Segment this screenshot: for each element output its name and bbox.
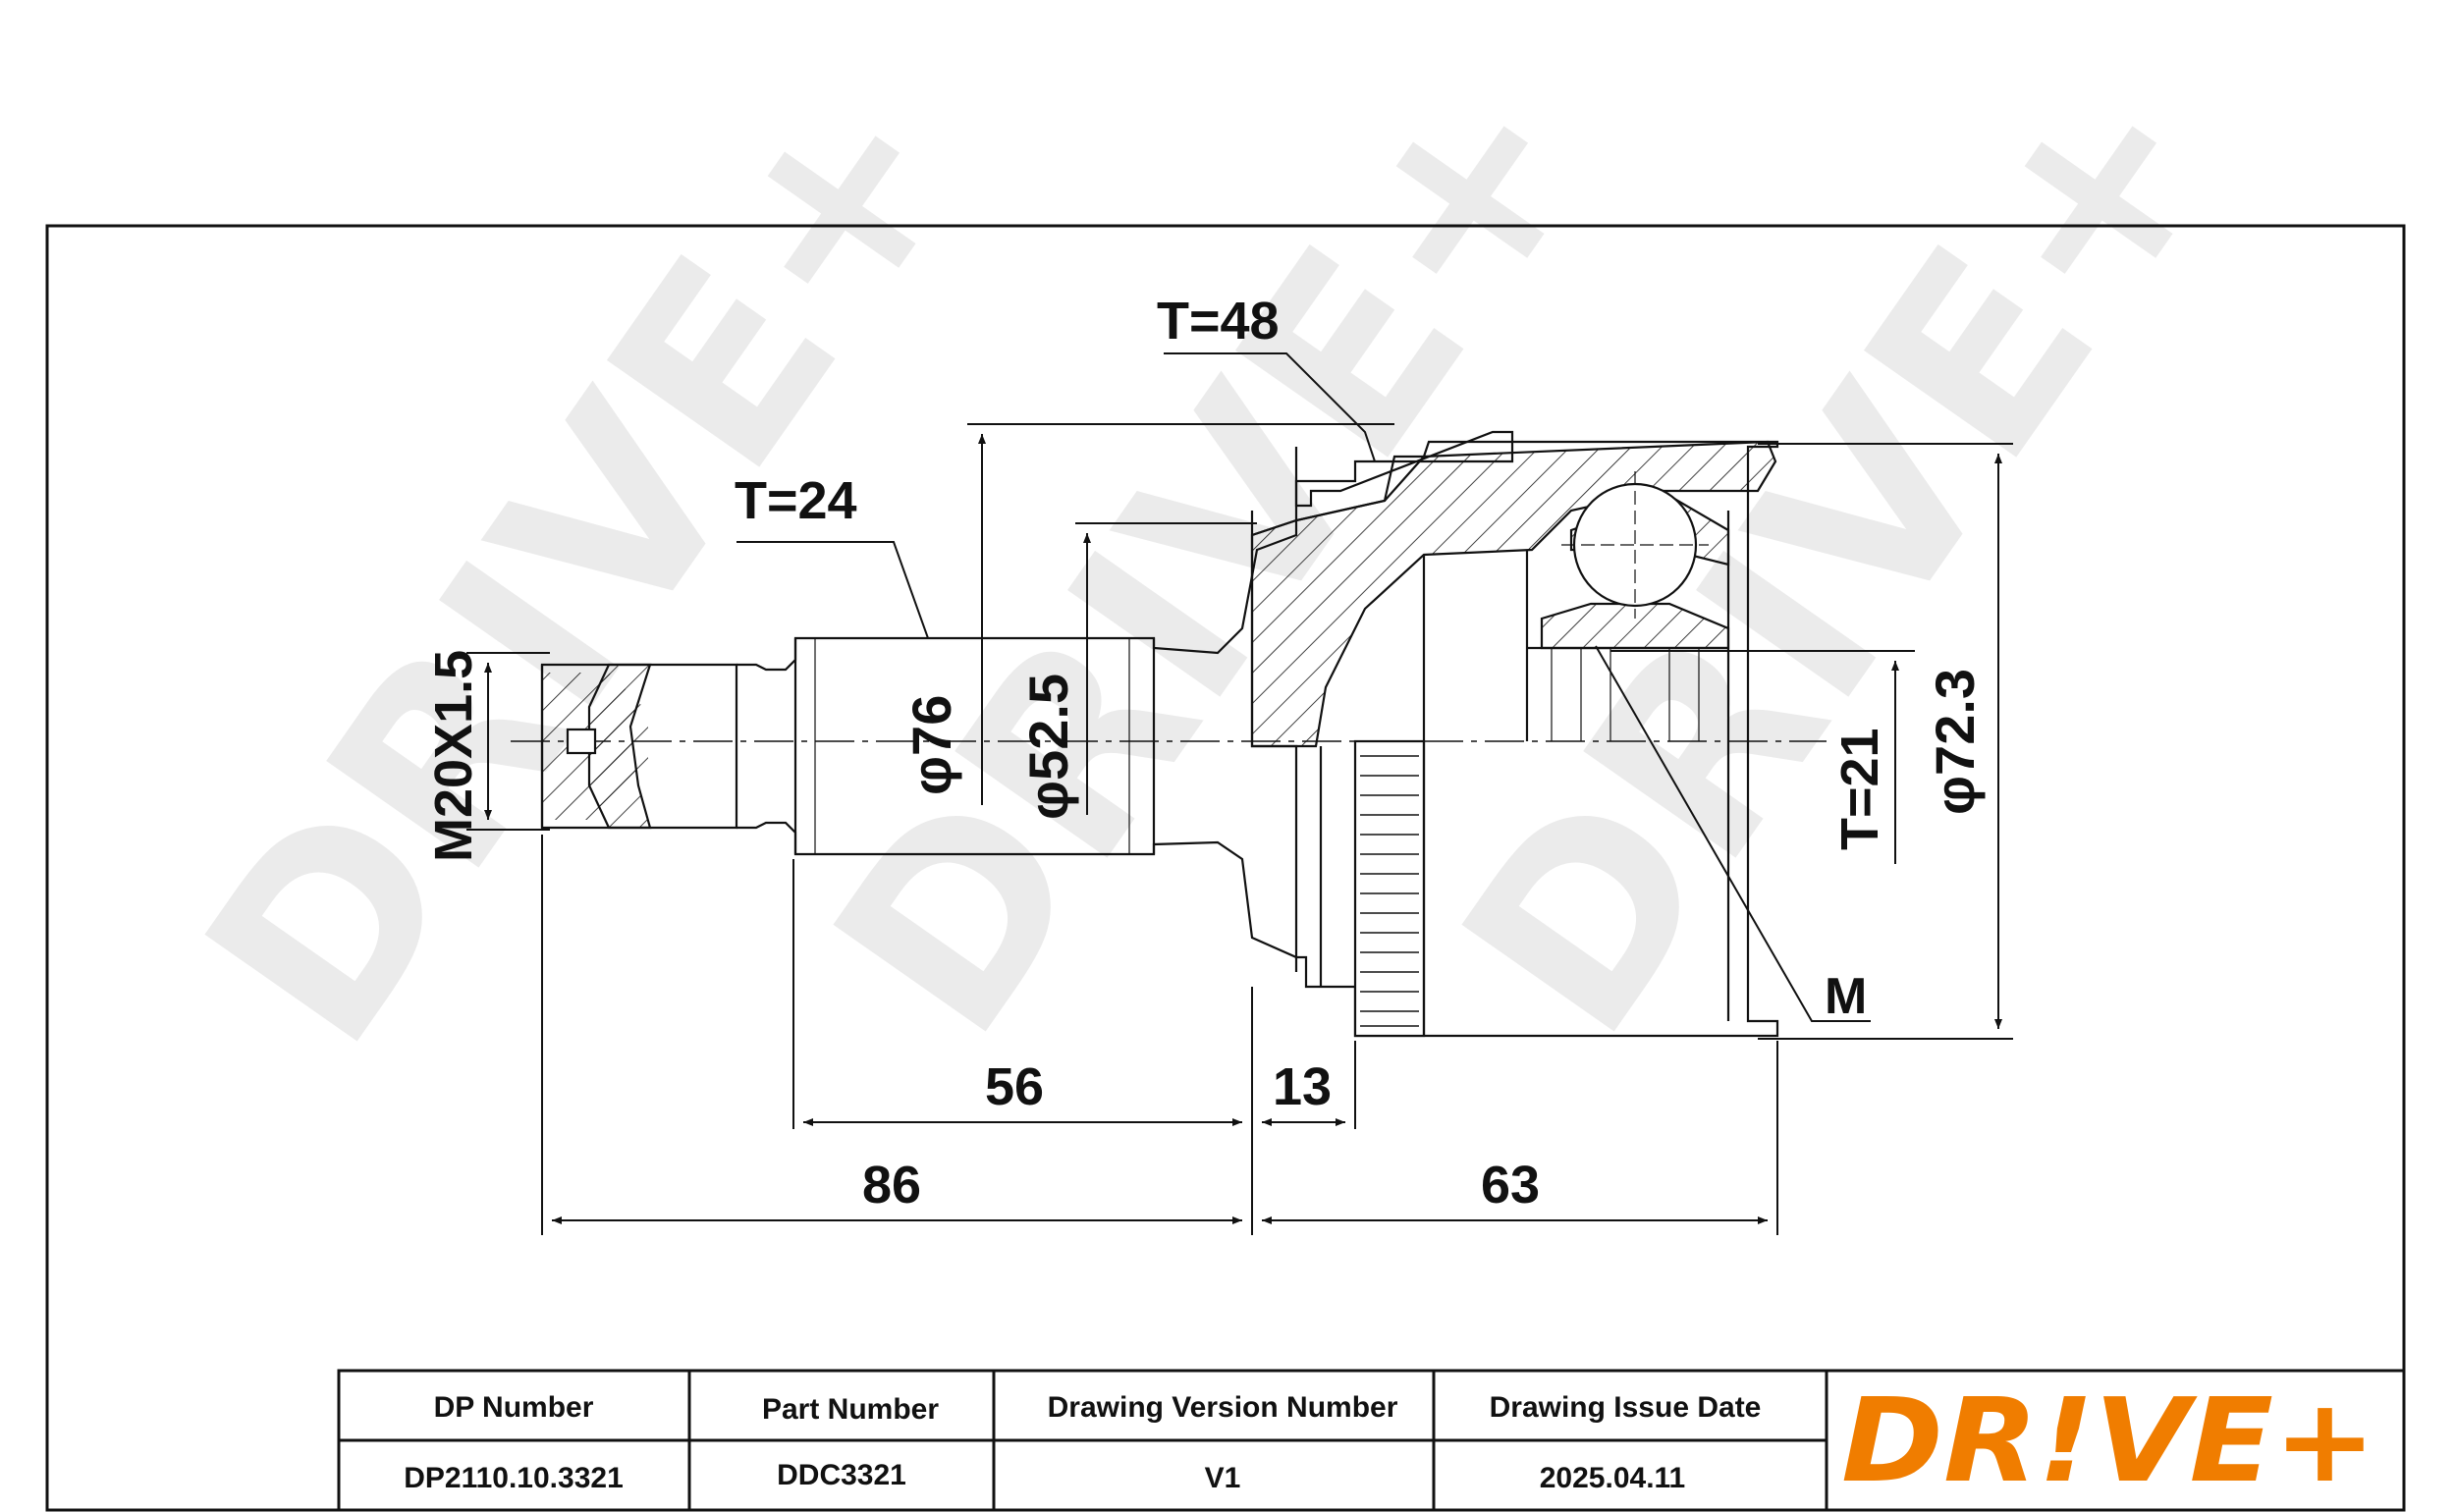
dim-m: M <box>1825 968 1867 1025</box>
header-part-number: Part Number <box>762 1393 939 1426</box>
dimension-lines <box>466 352 2013 1235</box>
header-issue-date: Drawing Issue Date <box>1490 1391 1762 1424</box>
dim-63: 63 <box>1481 1156 1540 1215</box>
dim-t24: T=24 <box>735 471 857 530</box>
header-dp-number: DP Number <box>434 1391 594 1424</box>
dim-56: 56 <box>985 1057 1044 1116</box>
dim-d52: φ52.5 <box>1017 674 1079 820</box>
dim-thread: M20X1.5 <box>424 650 483 862</box>
value-version: V1 <box>1205 1462 1241 1494</box>
header-version: Drawing Version Number <box>1048 1391 1398 1424</box>
dim-d76: φ76 <box>900 695 962 795</box>
dim-t48: T=48 <box>1157 292 1280 351</box>
dim-t21: T=21 <box>1830 728 1889 850</box>
cv-joint-drawing <box>511 430 1827 1038</box>
value-issue-date: 2025.04.11 <box>1540 1462 1686 1494</box>
drive-logo: DR!VE+ <box>1841 1373 2376 1508</box>
dim-13: 13 <box>1273 1057 1332 1116</box>
dimension-labels: T=48 T=24 M20X1.5 φ76 φ52.5 T=21 φ72.3 M… <box>424 292 1986 1215</box>
watermark-group: DRIVE+ DRIVE+ DRIVE+ <box>150 24 2275 1096</box>
value-dp-number: DP2110.10.3321 <box>404 1462 624 1494</box>
dim-d72: φ72.3 <box>1924 669 1986 815</box>
dim-86: 86 <box>862 1156 921 1215</box>
value-part-number: DDC3321 <box>777 1459 906 1491</box>
title-block: DP Number Part Number Drawing Version Nu… <box>337 1369 2406 1512</box>
